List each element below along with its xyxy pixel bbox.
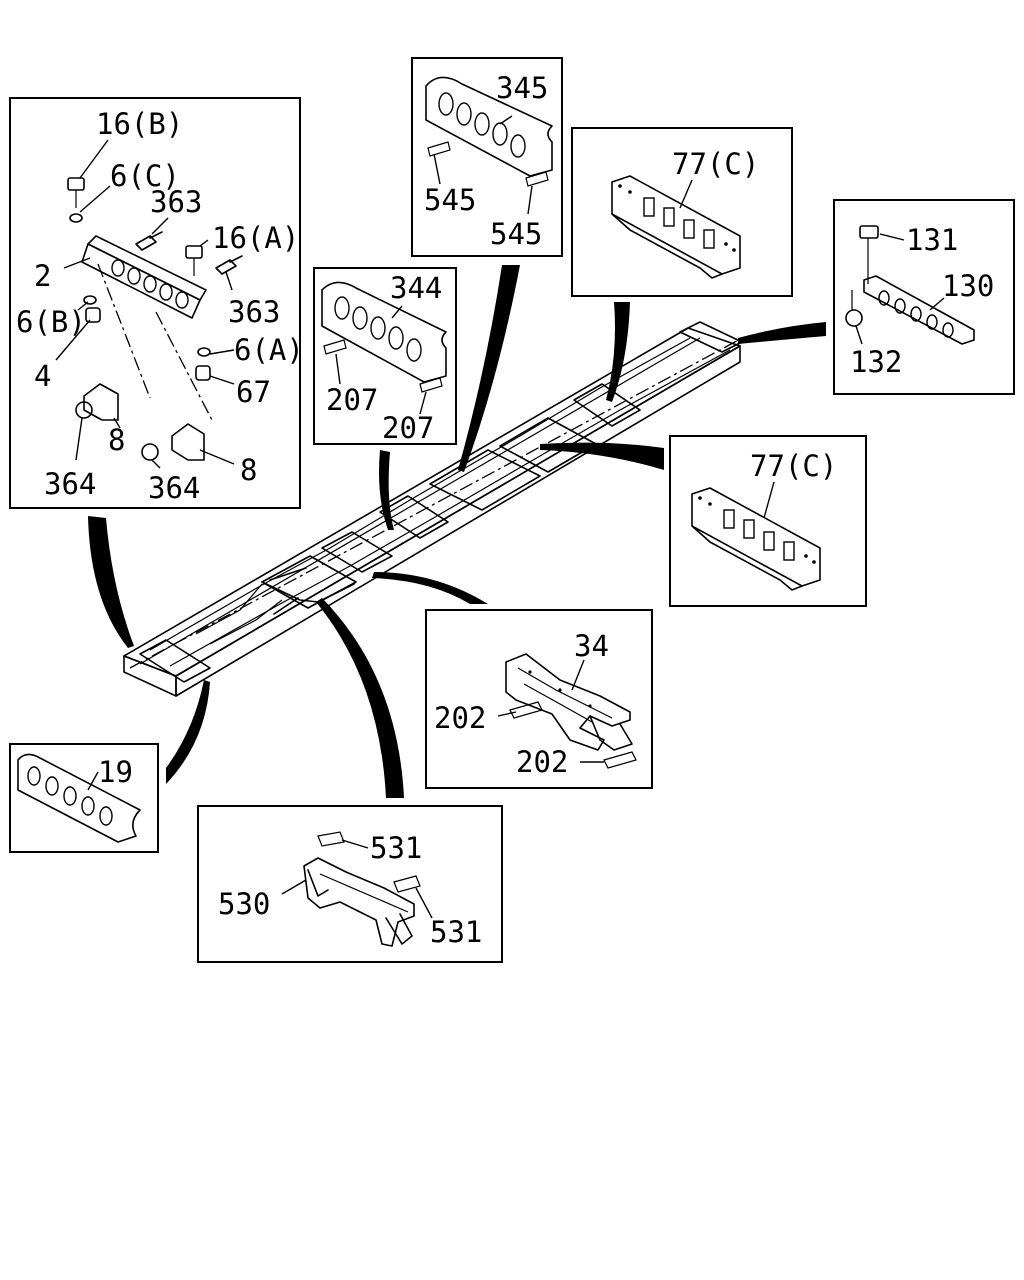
label-363-a: 363 [150,185,202,219]
label-545-a: 545 [424,183,476,217]
label-67: 67 [236,375,271,409]
label-2: 2 [34,259,51,293]
label-19: 19 [98,755,133,789]
label-6b: 6(B) [16,305,86,339]
panel-130: 131 130 132 [833,199,1015,395]
label-202-a: 202 [434,701,486,735]
label-131: 131 [906,223,958,257]
label-202-b: 202 [516,745,568,779]
panel-fasteners: 16(B) 6(C) 363 16(A) 2 363 6(B) 6(A) 4 6… [9,97,304,509]
panel-344: 344 207 207 [313,267,457,445]
label-363-b: 363 [228,295,280,329]
label-207-a: 207 [326,383,378,417]
label-4: 4 [34,359,51,393]
label-531-a: 531 [370,831,422,865]
panel-345: 345 545 545 [411,57,563,257]
label-6a: 6(A) [234,333,304,367]
panel-19: 19 [9,743,159,853]
label-16a: 16(A) [212,221,299,255]
label-545-b: 545 [490,217,542,251]
label-34: 34 [574,629,609,663]
label-531-b: 531 [430,915,482,949]
label-364-b: 364 [148,471,200,505]
label-8-b: 8 [240,453,257,487]
leader-wedges [88,265,826,798]
label-364-a: 364 [44,467,96,501]
panel-530: 531 530 531 [197,805,503,963]
label-530: 530 [218,887,270,921]
label-130: 130 [942,269,994,303]
label-132: 132 [850,345,902,379]
panel-77c-top: 77(C) [571,127,793,297]
label-16b: 16(B) [96,107,183,141]
label-344: 344 [390,271,442,305]
label-77c-top: 77(C) [672,147,759,181]
label-8-a: 8 [108,423,125,457]
label-207-b: 207 [382,411,434,445]
label-6c: 6(C) [110,159,180,193]
panel-77c-right: 77(C) [669,435,867,607]
label-345: 345 [496,71,548,105]
panel-34: 34 202 202 [425,609,653,789]
label-77c-right: 77(C) [750,449,837,483]
